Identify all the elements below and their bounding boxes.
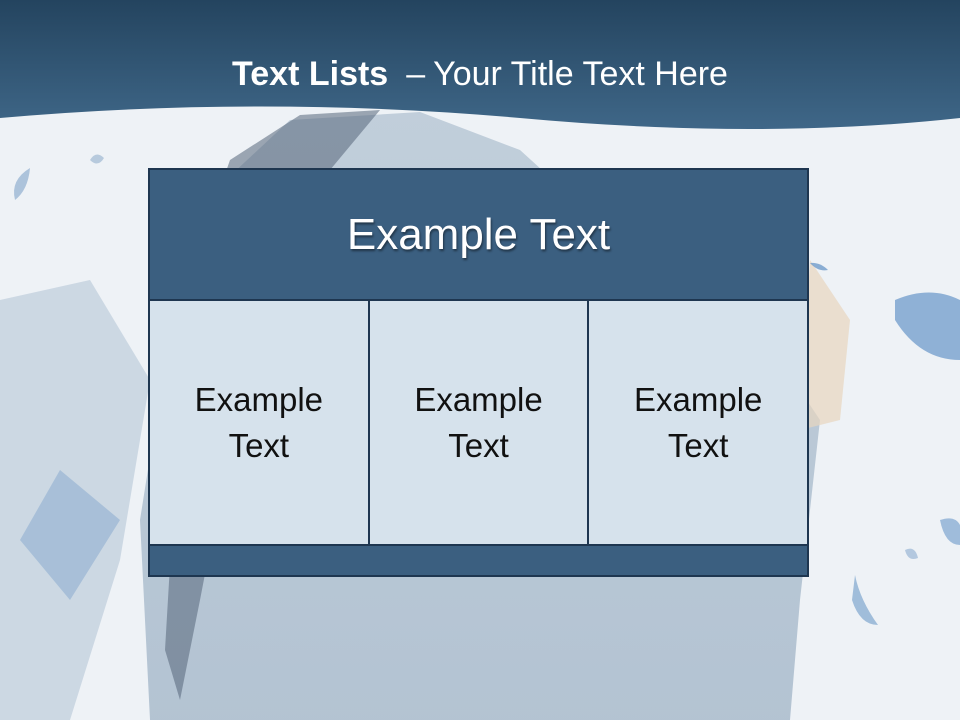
box-header: Example Text <box>148 168 809 301</box>
title-subtitle-part: Your Title Text Here <box>433 55 728 93</box>
title-bold-part: Text Lists <box>232 55 389 93</box>
text-list-box: Example Text Example Text Example Text E… <box>148 168 810 609</box>
column-cell-2: Example Text <box>367 299 590 546</box>
box-columns: Example Text Example Text Example Text <box>148 299 810 546</box>
column-cell-1: Example Text <box>148 299 370 546</box>
title-dash: – <box>406 55 426 93</box>
box-footer-bar <box>148 544 809 577</box>
slide-title: Text Lists–Your Title Text Here <box>0 52 960 96</box>
column-cell-3: Example Text <box>587 299 810 546</box>
